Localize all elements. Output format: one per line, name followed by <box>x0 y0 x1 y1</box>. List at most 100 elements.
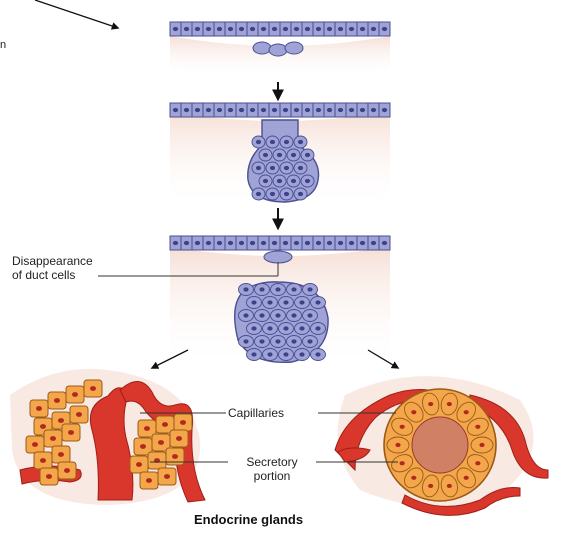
cell-nucleus <box>260 26 267 32</box>
cell-nucleus <box>194 240 201 246</box>
cell-nucleus <box>227 107 234 113</box>
cell-nucleus <box>267 352 273 357</box>
cell-nucleus <box>304 107 311 113</box>
cell-nucleus <box>275 339 281 344</box>
cell-nucleus <box>172 454 178 459</box>
epithelial-cell-row <box>169 235 391 251</box>
cell-nucleus <box>370 26 377 32</box>
cell-nucleus <box>271 240 278 246</box>
cell-nucleus <box>399 461 405 466</box>
endocrine-gland-follicle-type <box>334 376 549 516</box>
capillary <box>337 447 371 463</box>
cell-nucleus <box>479 442 485 448</box>
secretory-line1: Secretory <box>246 455 298 469</box>
cell-nucleus <box>227 26 234 32</box>
cell-nucleus <box>299 326 305 331</box>
cell-nucleus <box>216 26 223 32</box>
cell-nucleus <box>140 444 146 449</box>
cell-nucleus <box>299 352 305 357</box>
cell-nucleus <box>283 326 289 331</box>
cell-nucleus <box>238 26 245 32</box>
remnant-bud <box>263 250 293 264</box>
secretory-cells <box>25 379 193 490</box>
cell-nucleus <box>283 300 289 305</box>
cell-nucleus <box>304 178 311 184</box>
cell-nucleus <box>381 26 388 32</box>
cell-nucleus <box>291 313 297 318</box>
capillaries-label: Capillaries <box>228 406 285 420</box>
cell-nucleus <box>326 107 333 113</box>
cell-nucleus <box>399 424 405 429</box>
cell-nucleus <box>144 426 150 431</box>
capillary <box>401 487 521 516</box>
cell-nucleus <box>269 139 276 145</box>
cell-nucleus <box>271 107 278 113</box>
stage-1-epithelium <box>169 21 391 78</box>
cell-nucleus <box>205 26 212 32</box>
cell-nucleus <box>68 430 74 435</box>
cell-nucleus <box>176 436 182 441</box>
duct-disappearance-line2: of duct cells <box>12 268 76 282</box>
arrow-diagonal-icon <box>34 0 120 30</box>
cell-nucleus <box>58 452 64 457</box>
cell-nucleus <box>180 420 186 425</box>
cell-nucleus <box>463 410 469 415</box>
cell-nucleus <box>216 107 223 113</box>
cell-nucleus <box>315 352 321 357</box>
cell-nucleus <box>315 300 321 305</box>
cell-nucleus <box>243 287 249 292</box>
cell-nucleus <box>32 442 38 447</box>
cell-nucleus <box>249 26 256 32</box>
cell-nucleus <box>36 406 42 411</box>
cell-nucleus <box>249 240 256 246</box>
cell-nucleus <box>315 240 322 246</box>
cell-nucleus <box>58 418 64 423</box>
cell-nucleus <box>172 107 179 113</box>
cell-nucleus <box>262 152 269 158</box>
cell-nucleus <box>315 107 322 113</box>
figure-caption: Endocrine glands <box>194 512 304 527</box>
cell-nucleus <box>164 474 170 479</box>
cell-nucleus <box>76 412 82 417</box>
cell-nucleus <box>315 326 321 331</box>
cell-nucleus <box>238 107 245 113</box>
cell-nucleus <box>297 139 304 145</box>
cell-nucleus <box>271 26 278 32</box>
secretory-line2: portion <box>253 469 291 483</box>
epithelial-cell-row <box>169 21 391 37</box>
cell-nucleus <box>158 440 164 445</box>
cell-nucleus <box>90 386 96 391</box>
cell-nucleus <box>370 107 377 113</box>
cell-nucleus <box>267 326 273 331</box>
cell-nucleus <box>475 461 481 466</box>
cell-nucleus <box>337 107 344 113</box>
cell-nucleus <box>282 107 289 113</box>
cell-nucleus <box>243 313 249 318</box>
cell-nucleus <box>276 152 283 158</box>
cell-nucleus <box>267 300 273 305</box>
cell-nucleus <box>348 107 355 113</box>
cell-nucleus <box>251 326 257 331</box>
cell-nucleus <box>64 468 70 473</box>
cell-nucleus <box>290 178 297 184</box>
cell-nucleus <box>183 240 190 246</box>
cell-nucleus <box>348 240 355 246</box>
cell-nucleus <box>326 240 333 246</box>
cell-nucleus <box>172 26 179 32</box>
cell-nucleus <box>146 478 152 483</box>
capillary <box>89 387 134 501</box>
cell-nucleus <box>337 26 344 32</box>
cell-nucleus <box>446 483 452 489</box>
cell-nucleus <box>54 398 60 403</box>
cell-nucleus <box>136 462 142 467</box>
cell-nucleus <box>411 475 417 480</box>
duct-disappearance-label: Disappearance of duct cells <box>12 254 93 282</box>
cell-nucleus <box>307 339 313 344</box>
follicle-capillary-core <box>411 416 469 474</box>
cell-nucleus <box>183 107 190 113</box>
cell-nucleus <box>411 410 417 415</box>
cell-nucleus <box>251 300 257 305</box>
duct-disappearance-line1: Disappearance <box>12 254 93 268</box>
cell-nucleus <box>428 401 434 407</box>
